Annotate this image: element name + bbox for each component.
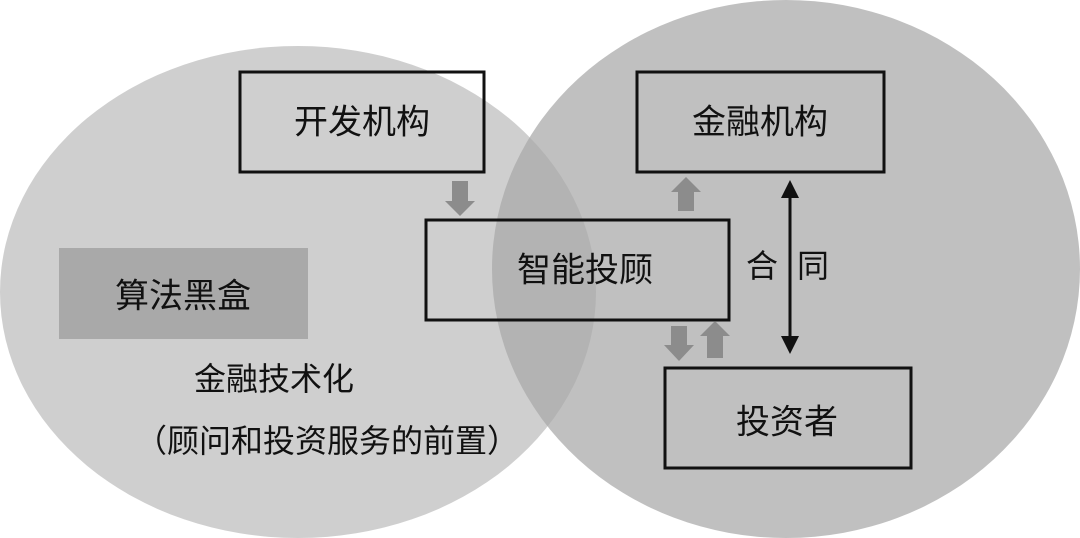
robo-advisor-box — [424, 218, 731, 322]
left-caption-title: 金融技术化 — [194, 360, 354, 398]
contract-arrow-head-up — [781, 180, 799, 198]
investor-box — [663, 366, 913, 470]
right-circle — [492, 0, 1080, 538]
left-caption-subtitle: （顾问和投资服务的前置） — [135, 422, 519, 460]
developer-box — [238, 70, 486, 174]
financial-institution-label: 金融机构 — [692, 103, 828, 143]
investor-label: 投资者 — [736, 403, 838, 443]
arrow-developer-to-robo-advisor — [445, 181, 475, 216]
algorithm-black-box — [59, 248, 308, 339]
algorithm-black-box-label: 算法黑盒 — [115, 277, 251, 317]
developer-label: 开发机构 — [294, 103, 430, 143]
robo-advisor-label: 智能投顾 — [517, 251, 653, 291]
contract-label-right: 同 — [797, 247, 829, 285]
arrow-robo-advisor-to-investor — [664, 326, 694, 361]
contract-arrow-head-down — [781, 336, 799, 354]
arrow-investor-to-robo-advisor — [700, 321, 730, 358]
financial-institution-box — [635, 70, 886, 174]
arrow-robo-advisor-to-financial-institution — [671, 177, 701, 211]
contract-label-left: 合 — [746, 247, 778, 285]
